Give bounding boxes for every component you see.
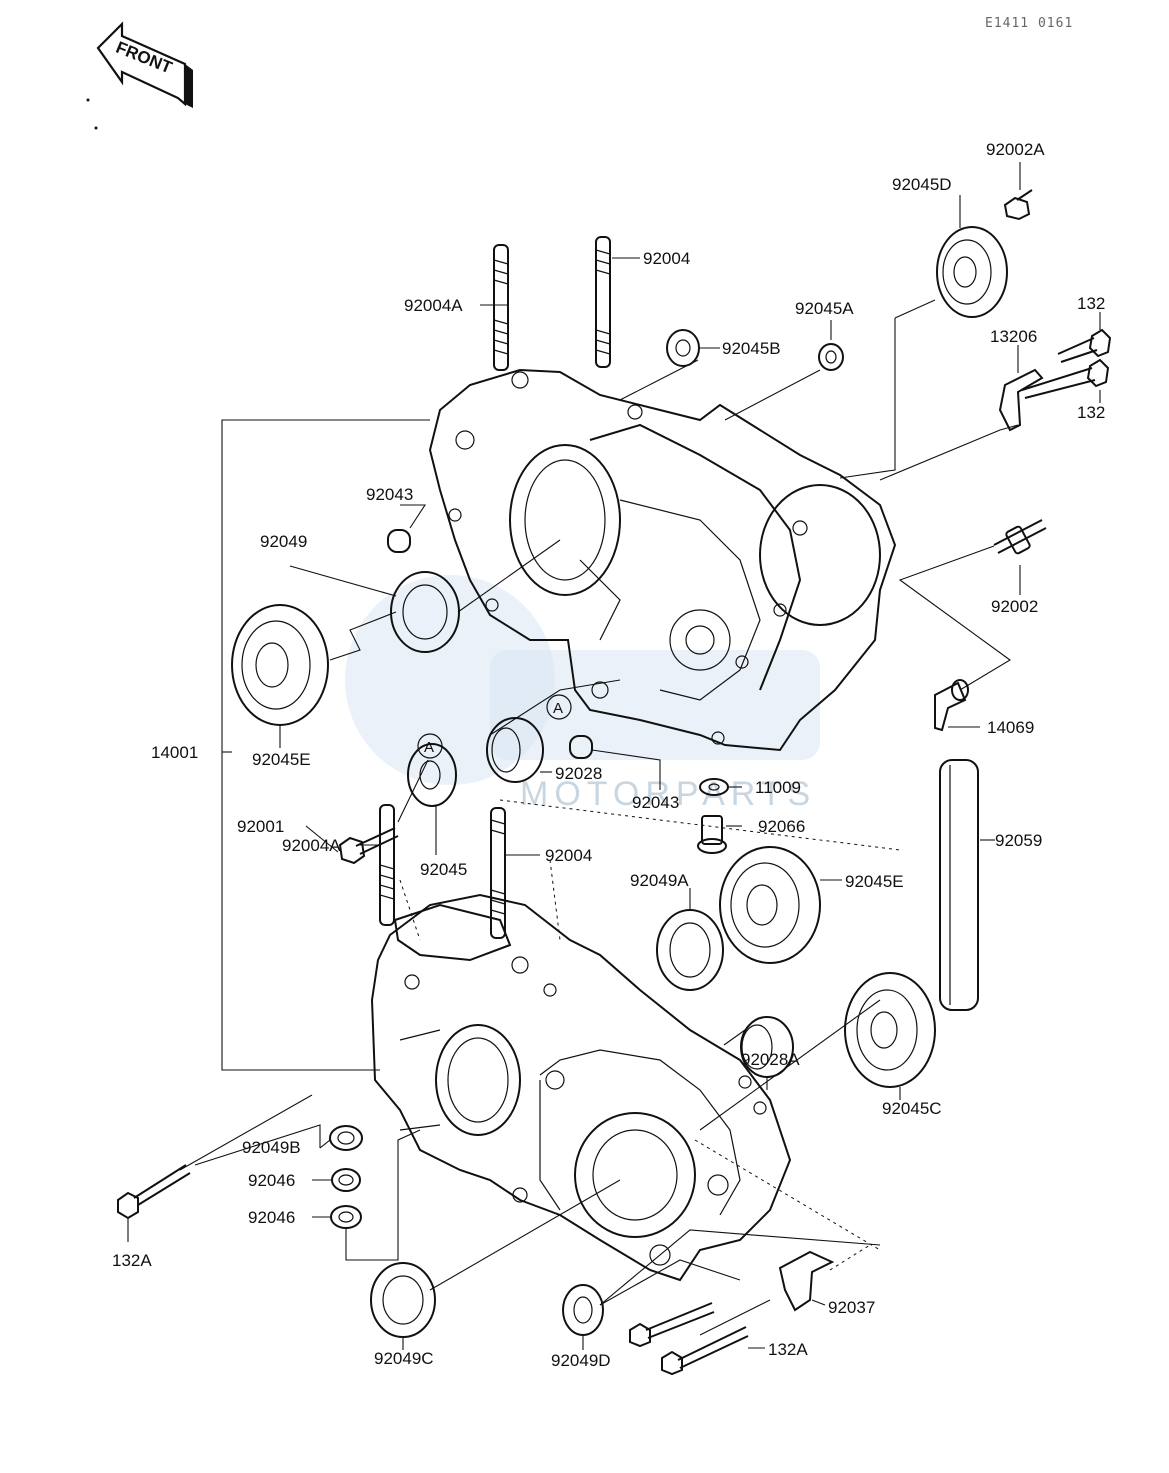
upper-crankcase-half [428,368,897,752]
bolt-132A-right-upper [629,1302,715,1348]
diagram-code: E1411 0161 [985,16,1073,31]
bearing-92045 [407,743,457,807]
bearing-92045A [818,343,844,371]
needle-bearing-92046-b [330,1205,362,1229]
stud-92004A-bottom [379,804,395,926]
label-11009: 11009 [755,778,801,797]
label-92004-bottom: 92004 [545,846,592,865]
dowel-pin-92043-mid [569,735,593,759]
bearing-92045D [936,226,1008,318]
label-92046-b: 92046 [248,1208,295,1227]
label-92045D: 92045D [892,175,952,194]
label-92045A: 92045A [795,299,854,318]
elbow-fitting-14069 [934,679,969,732]
label-92046-a: 92046 [248,1171,295,1190]
label-92045: 92045 [420,860,467,879]
label-13206: 13206 [990,327,1037,346]
label-132-a: 132 [1077,294,1105,313]
label-132A-right: 132A [768,1340,808,1359]
plug-92066 [697,815,727,854]
bearing-92045E-left [231,604,329,726]
label-92004A-top: 92004A [404,296,463,315]
marker-a-lower: A [417,733,443,759]
oil-seal-92049A [656,909,724,991]
label-92045E-left: 92045E [252,750,311,769]
stud-92004-bottom [490,807,506,939]
label-92049: 92049 [260,532,307,551]
label-92043-mid: 92043 [632,793,679,812]
leader-lines [127,162,1101,1350]
label-14069: 14069 [987,718,1034,737]
oil-seal-92049D [562,1284,604,1336]
needle-bearing-92046-a [331,1168,361,1192]
label-92049A: 92049A [630,871,689,890]
bolt-132A-right-lower [661,1326,749,1376]
bearing-92045C [844,972,936,1088]
lower-crankcase-half [370,893,792,1282]
label-92059: 92059 [995,831,1042,850]
hose-92059 [939,759,979,1011]
label-92049D: 92049D [551,1351,611,1370]
stud-92004-top [595,236,611,368]
bolt-92002A [1003,189,1033,221]
dowel-pin-92043-top [387,529,411,553]
watermark-text: MOTORPARTS [520,775,816,813]
label-92045C: 92045C [882,1099,942,1118]
svg-text:A: A [553,700,563,717]
label-14001: 14001 [151,743,198,762]
bracket-13206 [998,368,1044,432]
label-92002A: 92002A [986,140,1045,159]
oil-seal-92049B [329,1125,363,1151]
front-arrow-icon: FRONT [86,21,193,130]
label-132-b: 132 [1077,403,1105,422]
label-92001: 92001 [237,817,284,836]
collar-92028 [486,717,544,783]
bracket-92037 [778,1250,835,1312]
part-labels: 92002A 92045D 92004 92004A 92045A 92045B… [112,140,1105,1370]
marker-a-upper: A [546,694,572,720]
bolt-132-a [1057,328,1112,363]
bearing-92045B [666,329,700,367]
oil-seal-92049C [370,1262,436,1338]
label-92028: 92028 [555,764,602,783]
bolt-132-b [1021,358,1110,399]
label-92004-top: 92004 [643,249,690,268]
label-92049B: 92049B [242,1138,301,1157]
svg-text:A: A [424,739,434,756]
bearing-92045E-right [719,846,821,964]
label-92066: 92066 [758,817,805,836]
label-92049C: 92049C [374,1349,434,1368]
label-92028A: 92028A [741,1050,800,1069]
label-92043-top: 92043 [366,485,413,504]
stud-92002 [993,519,1047,555]
label-92004A-bottom: 92004A [282,836,341,855]
bolt-132A-left [117,1164,191,1220]
label-92045E-right: 92045E [845,872,904,891]
label-92045B: 92045B [722,339,781,358]
label-132A-left: 132A [112,1251,152,1270]
crankcase-assembly-bracket [221,419,430,1071]
label-92037: 92037 [828,1298,875,1317]
oil-seal-92049 [390,571,460,653]
label-92002: 92002 [991,597,1038,616]
stud-92004A-top [493,244,509,371]
